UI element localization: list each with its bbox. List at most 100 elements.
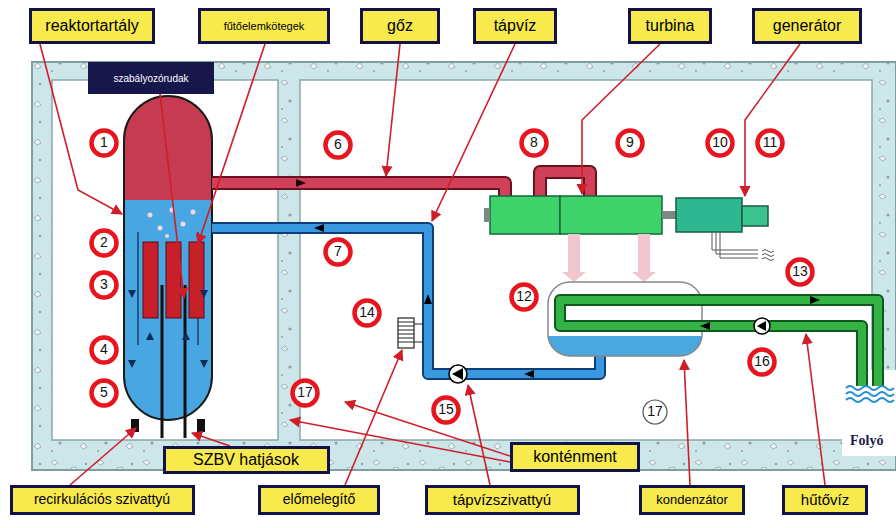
flow-arrow xyxy=(524,370,534,378)
preheater-hatch xyxy=(398,322,423,342)
vessel-content xyxy=(124,96,212,420)
river-area xyxy=(842,370,896,456)
shaft xyxy=(662,211,676,219)
callout-number: 5 xyxy=(89,378,119,408)
callout-text: szabályozórudak xyxy=(113,73,188,84)
callout-number: 14 xyxy=(352,298,382,328)
number-circle xyxy=(618,131,643,156)
leader-line xyxy=(745,44,800,196)
callout-number: 9 xyxy=(615,128,645,158)
callout-number-text: 10 xyxy=(712,135,728,150)
callout-text: generátor xyxy=(773,17,842,35)
number-circle xyxy=(92,231,117,256)
number-circle xyxy=(708,131,733,156)
callout-number-text: 11 xyxy=(763,135,778,150)
machine-hall xyxy=(300,80,872,440)
flow-arrow xyxy=(128,290,208,298)
callout-box: SZBV hatjások xyxy=(163,446,330,474)
callout-number-text: 9 xyxy=(626,135,634,150)
recirculation-pump xyxy=(131,419,139,432)
number-circle xyxy=(512,285,537,310)
callout-text: konténment xyxy=(533,448,617,466)
fuel-assembly xyxy=(143,242,158,318)
callout-box: tápvízszivattyú xyxy=(425,485,580,515)
callout-number-text: 6 xyxy=(334,137,342,152)
pump-symbol xyxy=(757,321,766,331)
fuel-assembly xyxy=(189,242,204,318)
hp-turbine xyxy=(490,196,560,234)
callout-text: fűtőelemkötegek xyxy=(224,20,305,32)
feedwater-pipe xyxy=(212,228,600,374)
callout-text: gőz xyxy=(387,17,413,35)
callout-text: turbina xyxy=(646,17,695,35)
reactor-vessel xyxy=(124,96,212,420)
leader-lines xyxy=(40,44,825,485)
leader-line xyxy=(806,334,825,485)
number-circle xyxy=(434,398,459,423)
recirculation-pump xyxy=(197,419,205,432)
flow-arrow xyxy=(700,322,710,330)
callout-box: recirkulációs szivattyú xyxy=(10,485,195,515)
callout-number-text: 13 xyxy=(792,264,808,279)
number-circle xyxy=(326,240,351,265)
number-circle xyxy=(293,381,318,406)
generator xyxy=(676,198,742,232)
callout-number-text: 2 xyxy=(100,235,108,250)
callout-box: reaktortartály xyxy=(29,8,155,44)
leader-line xyxy=(432,44,515,221)
leader-line xyxy=(468,385,490,485)
number-circle xyxy=(522,131,547,156)
leader-line xyxy=(582,44,660,194)
flow-arrow xyxy=(424,294,432,304)
shaft xyxy=(484,208,490,222)
number-circle xyxy=(355,301,380,326)
callout-number-text: 12 xyxy=(516,289,532,304)
callout-text: kondenzátor xyxy=(656,493,728,507)
callout-number: 6 xyxy=(323,130,353,160)
callout-number-text: 5 xyxy=(100,385,108,400)
callout-number-text: 17 xyxy=(647,404,663,419)
exciter xyxy=(742,206,768,226)
callout-text: tápvízszivattyú xyxy=(453,492,551,509)
steam-bubble xyxy=(191,210,196,215)
callout-box: hűtővíz xyxy=(782,485,868,515)
callout-box: tápvíz xyxy=(473,8,557,44)
cooling-pump xyxy=(754,318,770,334)
river-label: Folyó xyxy=(850,433,883,448)
condenser xyxy=(548,282,702,356)
number-circle xyxy=(788,260,813,285)
number-circle xyxy=(758,131,783,156)
callout-number-text: 1 xyxy=(100,135,108,150)
power-line xyxy=(712,232,758,258)
callout-number-text: 8 xyxy=(530,135,538,150)
vessel-steam xyxy=(124,96,212,200)
callout-number: 16 xyxy=(747,347,777,377)
control-rod xyxy=(162,285,185,438)
feedwater-pipe xyxy=(212,228,600,374)
reactor-room xyxy=(52,80,278,440)
callout-number: 2 xyxy=(89,228,119,258)
callout-box: generátor xyxy=(752,8,862,44)
callout-number: 17 xyxy=(642,399,668,425)
callout-number: 17 xyxy=(290,378,320,408)
callout-number: 3 xyxy=(89,270,119,300)
ac-symbol xyxy=(762,250,774,261)
callout-text: reaktortartály xyxy=(45,17,138,35)
number-circle xyxy=(326,133,351,158)
pump-symbol xyxy=(452,368,463,380)
concrete-building xyxy=(32,62,896,470)
callout-number: 4 xyxy=(89,335,119,365)
callout-number-text: 14 xyxy=(359,305,375,320)
callout-number-text: 4 xyxy=(100,342,108,357)
callout-text: hűtővíz xyxy=(801,492,849,509)
number-circle xyxy=(92,131,117,156)
condenser-content xyxy=(548,282,702,356)
flow-arrow xyxy=(810,296,820,304)
vessel-water xyxy=(124,96,212,420)
condensate xyxy=(548,336,702,356)
steam-bubble xyxy=(148,213,153,218)
callout-number: 15 xyxy=(431,395,461,425)
number-circle xyxy=(750,350,775,375)
cooling-pipe xyxy=(560,300,878,386)
callout-box: fűtőelemkötegek xyxy=(198,8,330,44)
